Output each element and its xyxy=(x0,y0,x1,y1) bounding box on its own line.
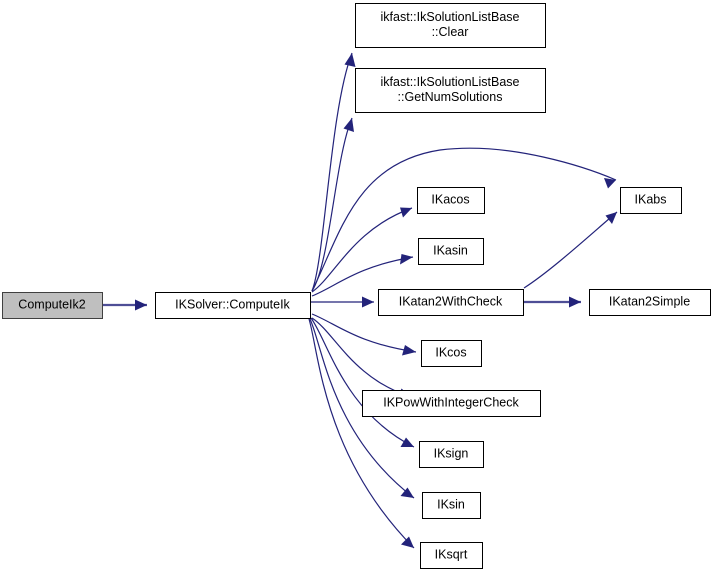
node-label: IKatan2Simple xyxy=(609,294,690,308)
edge-iksolver_computeik-to-ikabs xyxy=(311,147,617,292)
edge-line xyxy=(311,207,413,293)
arrow-head-icon xyxy=(569,296,581,308)
node-box[interactable] xyxy=(420,542,483,569)
edge-ikatan2withcheck-to-ikabs xyxy=(523,211,618,289)
node-label: IKabs xyxy=(635,192,667,206)
node-box[interactable] xyxy=(417,187,485,214)
nodes-layer: ComputeIk2 IKSolver::ComputeIk ikfast::IkS… xyxy=(2,3,711,569)
edge-line xyxy=(311,317,412,398)
graph-node-getnumsolutions[interactable]: ikfast::IkSolutionListBase::GetNumSoluti… xyxy=(355,68,546,113)
node-box[interactable] xyxy=(362,390,541,417)
node-box[interactable] xyxy=(378,289,524,316)
graph-node-ikcos[interactable]: IKcos xyxy=(421,340,482,367)
edge-iksolver_computeik-to-iksign xyxy=(310,317,415,448)
arrow-head-icon xyxy=(400,254,413,265)
node-label: IKsign xyxy=(434,446,469,460)
edge-line xyxy=(523,211,618,289)
edge-iksolver_computeik-to-ikacos xyxy=(311,207,413,293)
graph-node-iksolver_computeik[interactable]: IKSolver::ComputeIk xyxy=(155,292,311,319)
arrow-head-icon xyxy=(362,296,374,308)
edge-iksolver_computeik-to-iksin xyxy=(309,318,415,499)
graph-node-ikpowwithintegercheck[interactable]: IKPowWithIntegerCheck xyxy=(362,390,541,417)
edge-iksolver_computeik-to-clear xyxy=(311,52,356,292)
node-label: IKsqrt xyxy=(435,547,468,561)
edge-iksolver_computeik-to-ikcos xyxy=(311,313,417,356)
node-box[interactable] xyxy=(421,340,482,367)
node-box[interactable] xyxy=(620,187,682,214)
edge-line xyxy=(309,318,415,499)
edge-ikatan2withcheck-to-ikatan2simple xyxy=(524,296,581,308)
arrow-head-icon xyxy=(605,212,617,224)
graph-node-computeik2[interactable]: ComputeIk2 xyxy=(2,292,103,319)
edge-computeik2-to-iksolver_computeik xyxy=(103,299,147,311)
edge-iksolver_computeik-to-ikpowwithintegercheck xyxy=(311,317,412,399)
node-label: ::Clear xyxy=(432,25,469,39)
arrow-head-icon xyxy=(402,345,416,356)
graph-node-ikatan2simple[interactable]: IKatan2Simple xyxy=(589,289,711,316)
node-box[interactable] xyxy=(589,289,711,316)
arrow-head-icon xyxy=(400,207,412,218)
node-box[interactable] xyxy=(355,3,546,48)
node-box[interactable] xyxy=(418,238,484,265)
node-label: IKSolver::ComputeIk xyxy=(175,297,290,311)
edge-line xyxy=(310,317,415,448)
node-label: IKatan2WithCheck xyxy=(399,294,503,308)
edge-line xyxy=(311,313,417,353)
node-label: ikfast::IkSolutionListBase xyxy=(381,10,520,24)
node-box[interactable] xyxy=(2,292,103,319)
node-label: IKacos xyxy=(431,192,469,206)
node-box[interactable] xyxy=(422,492,481,519)
node-label: IKPowWithIntegerCheck xyxy=(383,395,519,409)
edge-line xyxy=(311,52,353,292)
graph-node-iksin[interactable]: IKsin xyxy=(422,492,481,519)
arrow-head-icon xyxy=(401,536,414,548)
arrow-head-icon xyxy=(400,487,414,498)
edge-iksolver_computeik-to-iksqrt xyxy=(308,318,415,549)
node-label: IKcos xyxy=(435,345,466,359)
node-box[interactable] xyxy=(419,441,484,468)
arrow-head-icon xyxy=(135,299,147,311)
edge-iksolver_computeik-to-ikasin xyxy=(311,254,414,297)
graph-node-ikatan2withcheck[interactable]: IKatan2WithCheck xyxy=(378,289,524,316)
arrow-head-icon xyxy=(400,437,414,447)
node-box[interactable] xyxy=(155,292,311,319)
edge-iksolver_computeik-to-ikatan2withcheck xyxy=(311,296,374,308)
edges-layer xyxy=(103,52,618,549)
node-label: ikfast::IkSolutionListBase xyxy=(381,75,520,89)
graph-node-ikabs[interactable]: IKabs xyxy=(620,187,682,214)
graph-node-iksqrt[interactable]: IKsqrt xyxy=(420,542,483,569)
node-box[interactable] xyxy=(355,68,546,113)
graph-node-clear[interactable]: ikfast::IkSolutionListBase::Clear xyxy=(355,3,546,48)
edge-line xyxy=(311,147,617,292)
arrow-head-icon xyxy=(344,53,356,67)
arrow-head-icon xyxy=(604,178,616,189)
graph-node-ikasin[interactable]: IKasin xyxy=(418,238,484,265)
node-label: IKasin xyxy=(433,243,468,257)
node-label: IKsin xyxy=(437,497,465,511)
node-label: ComputeIk2 xyxy=(18,297,85,311)
arrow-head-icon xyxy=(343,118,354,132)
graph-node-iksign[interactable]: IKsign xyxy=(419,441,484,468)
node-label: ::GetNumSolutions xyxy=(398,90,503,104)
edge-line xyxy=(311,256,414,297)
edge-line xyxy=(308,318,415,549)
graph-node-ikacos[interactable]: IKacos xyxy=(417,187,485,214)
